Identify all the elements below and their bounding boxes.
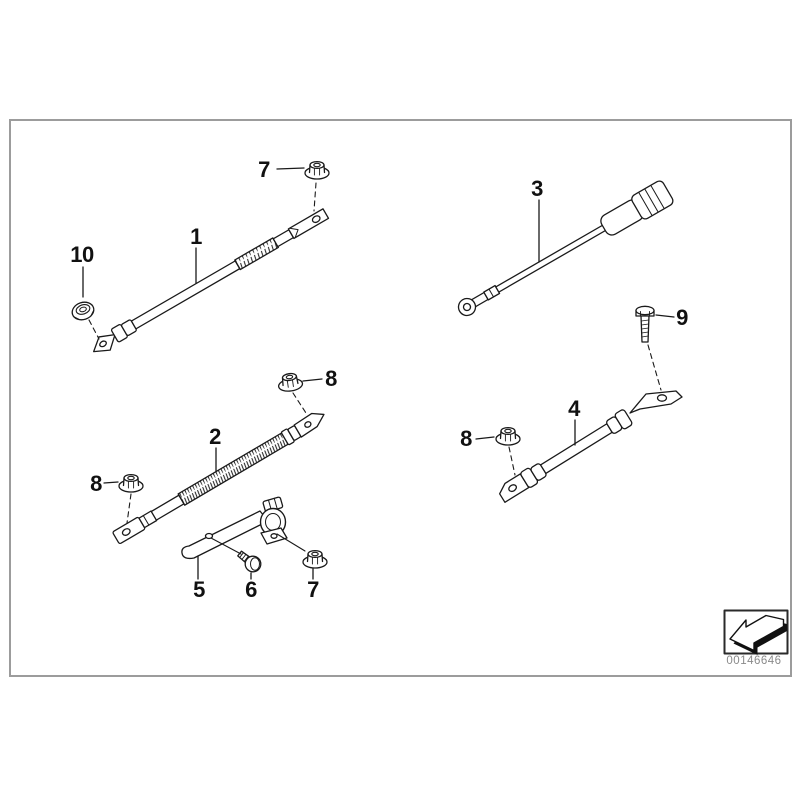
assembly-dashed-lines bbox=[88, 182, 662, 524]
leader-lines bbox=[82, 167, 675, 580]
callout-7-bottom: 7 bbox=[307, 577, 319, 602]
callout-4: 4 bbox=[568, 396, 580, 421]
callout-8-right: 8 bbox=[460, 426, 472, 451]
callout-7-top: 7 bbox=[258, 157, 270, 182]
nut-7-top bbox=[304, 160, 330, 180]
callout-9: 9 bbox=[676, 305, 688, 330]
bolt-9 bbox=[635, 305, 655, 343]
cable-3 bbox=[457, 180, 674, 317]
part-number-stamp: 00146646 bbox=[726, 655, 782, 667]
nut-8-top bbox=[276, 371, 304, 394]
nut-10 bbox=[69, 298, 97, 324]
nut-8-left bbox=[118, 473, 144, 493]
cable-2 bbox=[112, 412, 325, 545]
bracket-5 bbox=[181, 496, 288, 560]
callout-6: 6 bbox=[245, 577, 257, 602]
callout-3: 3 bbox=[531, 176, 543, 201]
callout-8-top: 8 bbox=[325, 366, 337, 391]
nut-8-right bbox=[495, 426, 521, 446]
callout-1: 1 bbox=[190, 224, 202, 249]
callout-10: 10 bbox=[70, 242, 94, 267]
cable-4 bbox=[498, 409, 633, 503]
cable-4-terminal bbox=[629, 390, 683, 414]
nut-7-bottom bbox=[302, 549, 328, 569]
callout-2: 2 bbox=[209, 424, 221, 449]
callout-5: 5 bbox=[193, 577, 205, 602]
stamp-box bbox=[723, 609, 789, 655]
part-direction-arrow-icon bbox=[729, 614, 787, 655]
callout-8-left: 8 bbox=[90, 471, 102, 496]
cable-1 bbox=[93, 208, 330, 353]
